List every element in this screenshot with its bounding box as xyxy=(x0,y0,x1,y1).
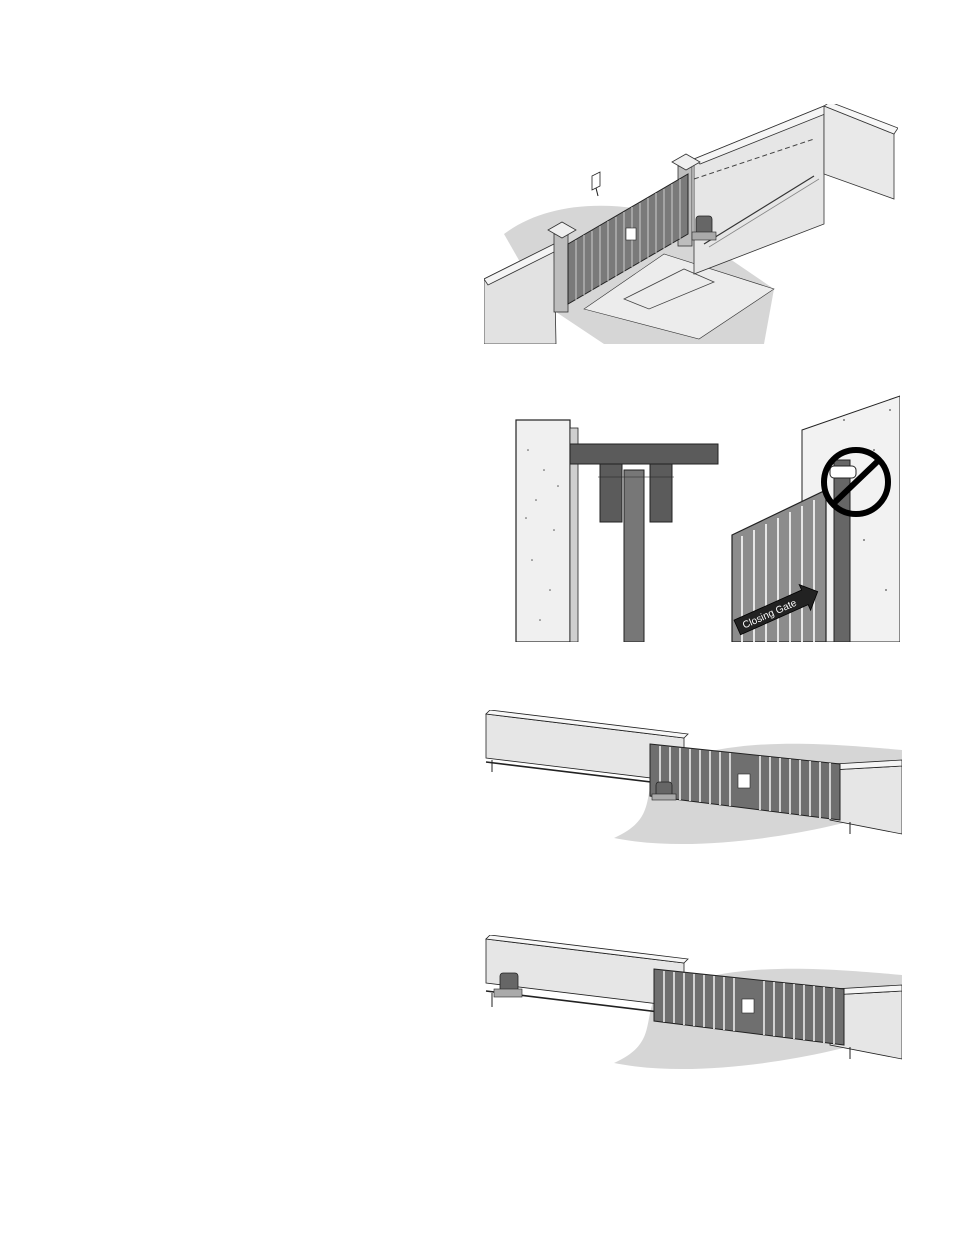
gate-roller-and-pinch-warning: Closing Gate xyxy=(514,390,900,642)
gate-left-hand-operator xyxy=(484,935,902,1073)
gate-right-hand-operator xyxy=(484,710,902,848)
slide-gate-install-overview xyxy=(484,104,898,344)
